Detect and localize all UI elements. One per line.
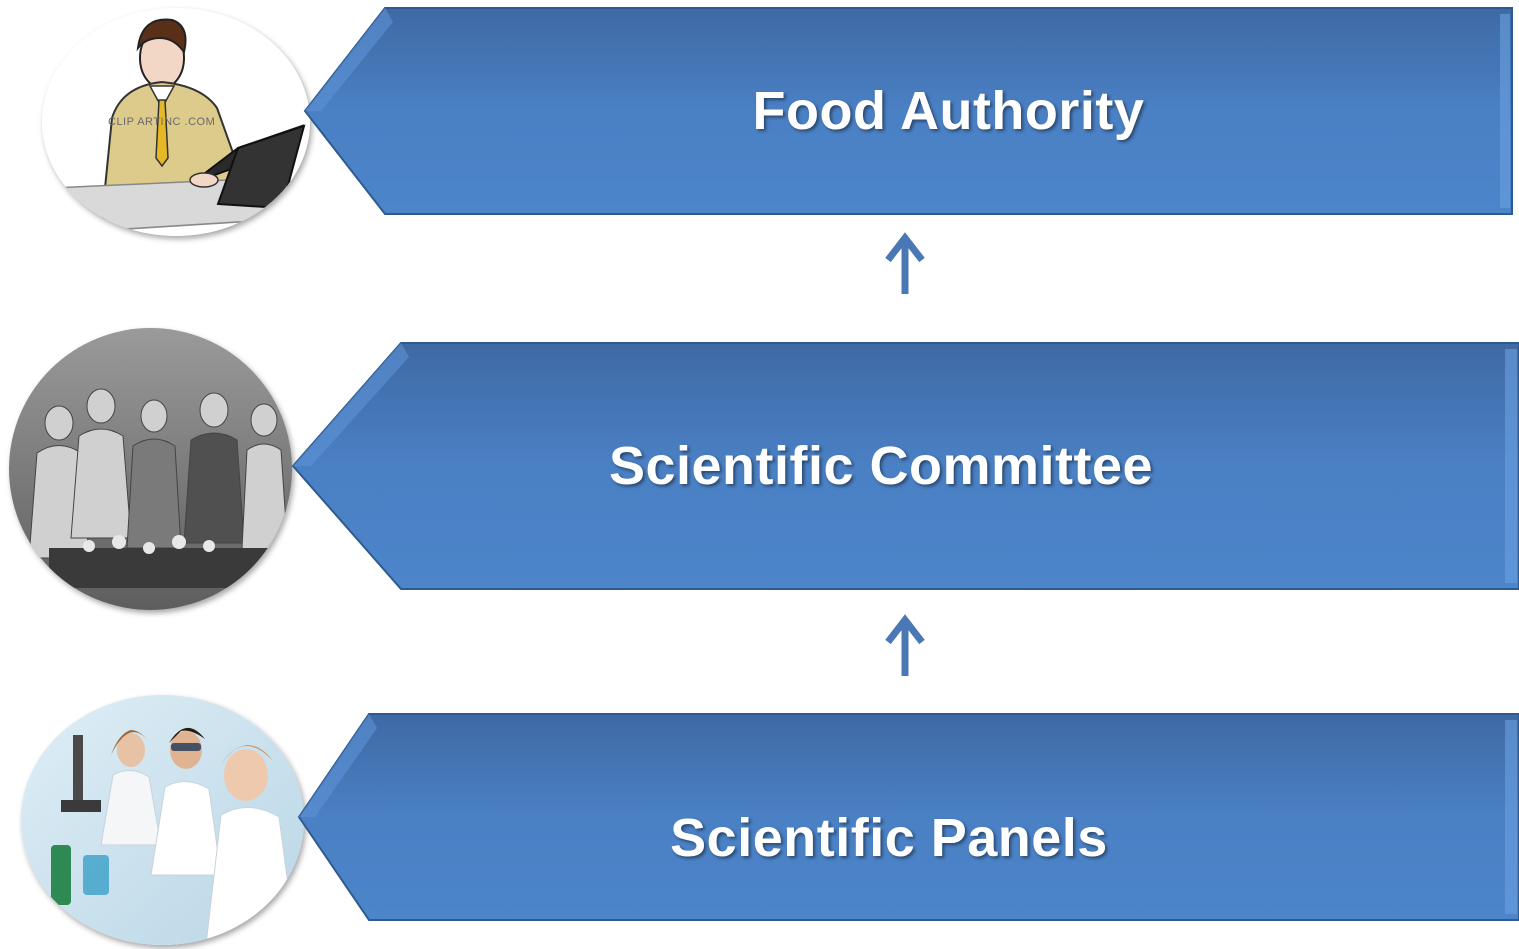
banner-scientific-committee: Scientific Committee [291, 342, 1519, 590]
banner-label-scientific-panels: Scientific Panels [670, 808, 1108, 868]
lab-photo-icon [21, 695, 304, 945]
banner-scientific-panels: Scientific Panels [297, 713, 1519, 921]
banner-food-authority: Food Authority [303, 7, 1513, 215]
group-photo-icon [9, 328, 292, 610]
banner-label-food-authority: Food Authority [752, 81, 1145, 141]
office-worker-image: CLIP ARTINC .COM [42, 8, 310, 236]
up-arrow-icon [885, 614, 925, 676]
banner-label-scientific-committee: Scientific Committee [608, 436, 1154, 496]
office-worker-clipart-icon [42, 8, 310, 236]
scientists-group-image [9, 328, 292, 610]
lab-researchers-image [21, 695, 304, 945]
up-arrow-icon [885, 232, 925, 294]
clipart-watermark: CLIP ARTINC .COM [108, 116, 216, 128]
